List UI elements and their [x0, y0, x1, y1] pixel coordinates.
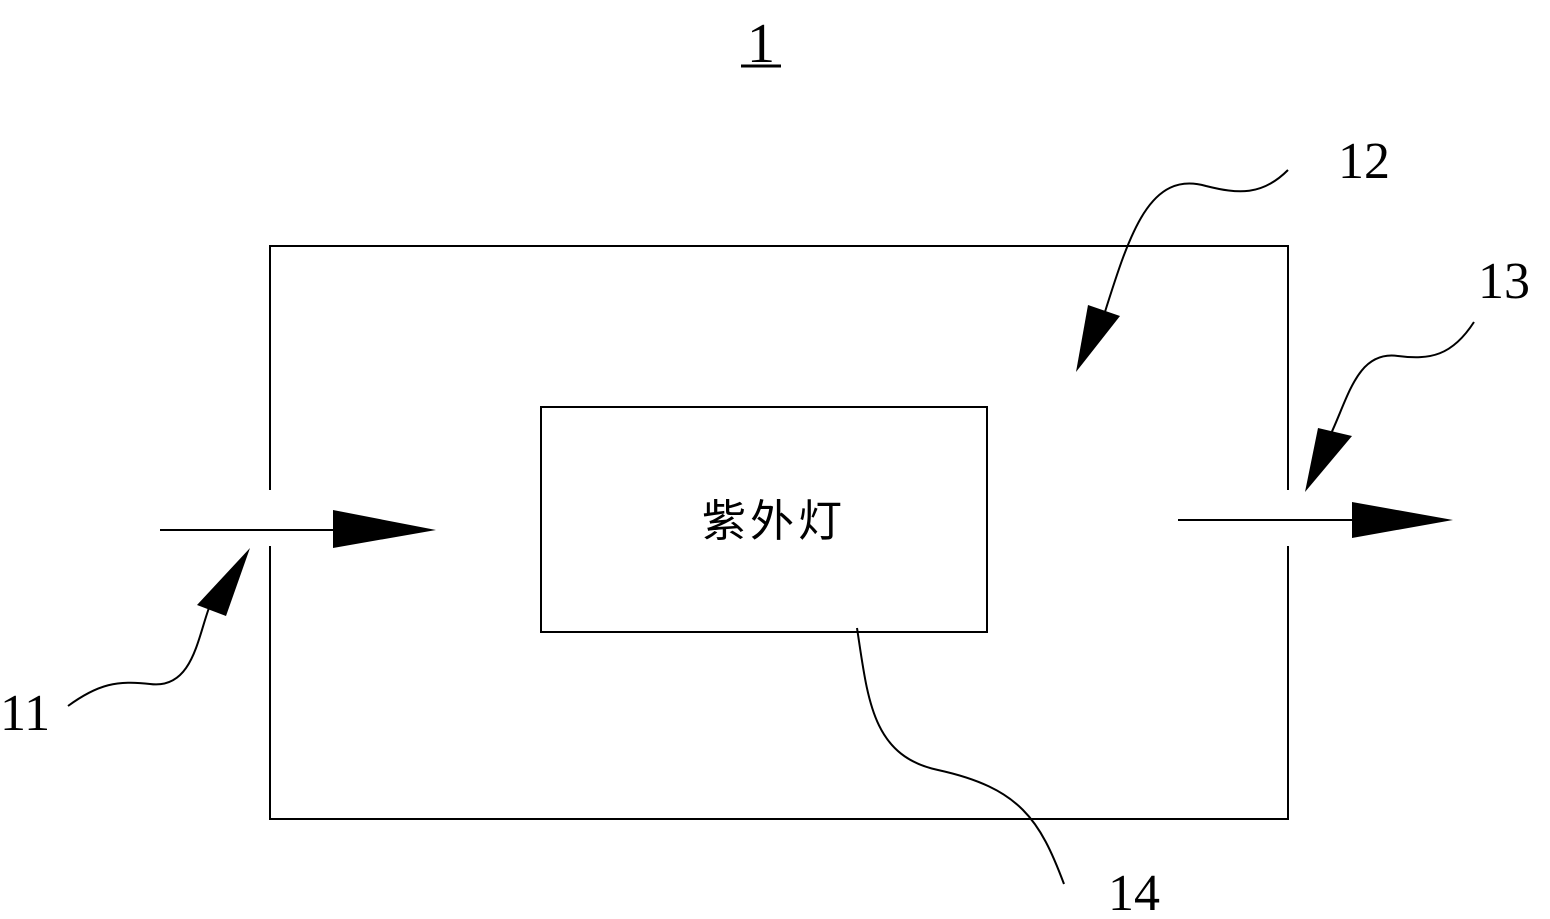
ref-label-13: 13: [1478, 253, 1530, 310]
uv-lamp-label: 紫外灯: [702, 496, 846, 547]
housing-outline: [269, 245, 1289, 490]
uv-lamp-box: [540, 406, 988, 633]
ref-label-14: 14: [1108, 865, 1160, 919]
leader-11: [67, 548, 250, 707]
leader-13: [1305, 321, 1475, 492]
leader-14: [856, 627, 1065, 885]
leader-12: [1076, 169, 1289, 372]
ref-label-11: 11: [0, 685, 50, 742]
inlet-flow-arrow: [160, 510, 436, 548]
ref-label-12: 12: [1338, 133, 1390, 190]
outlet-flow-arrow: [1178, 502, 1453, 538]
housing-outline-lower: [269, 546, 1289, 820]
